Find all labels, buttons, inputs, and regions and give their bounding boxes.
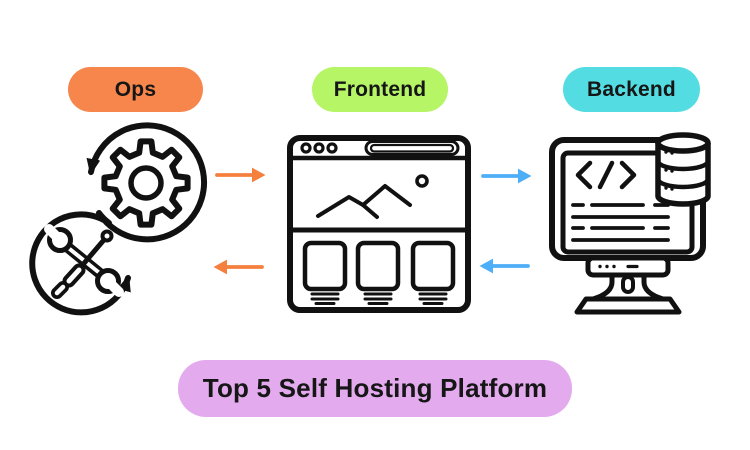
arrow-frontend-to-backend xyxy=(481,168,532,184)
monitor-stand-icon xyxy=(574,255,682,315)
url-bar-icon xyxy=(364,140,460,156)
screwdriver-icon xyxy=(51,229,114,299)
code-lines-icon xyxy=(571,203,670,242)
title-badge-label: Top 5 Self Hosting Platform xyxy=(202,373,548,403)
card-grid-icon xyxy=(302,240,456,305)
arrow-frontend-to-ops xyxy=(213,259,264,275)
database-icon xyxy=(655,132,711,207)
frontend-pill: Frontend xyxy=(312,67,448,112)
ops-pill-label: Ops xyxy=(114,77,157,101)
frontend-pill-label: Frontend xyxy=(333,77,427,101)
ops-pill: Ops xyxy=(68,67,203,112)
code-brackets-icon xyxy=(575,160,637,190)
wrench-icon xyxy=(44,224,124,297)
title-badge: Top 5 Self Hosting Platform xyxy=(178,360,572,417)
cycle-arrows-icon xyxy=(29,122,208,316)
monitor-code-icon xyxy=(549,132,711,315)
browser-dots-icon xyxy=(300,142,338,154)
browser-window-icon xyxy=(287,135,471,313)
sun-icon xyxy=(415,174,429,188)
gear-icon xyxy=(101,138,191,228)
arrow-ops-to-frontend xyxy=(215,167,266,183)
backend-pill-label: Backend xyxy=(587,77,676,101)
arrow-backend-to-frontend xyxy=(479,258,530,274)
devops-cycle-icon xyxy=(29,122,208,316)
backend-pill: Backend xyxy=(563,67,700,112)
image-placeholder-icon xyxy=(316,174,429,219)
